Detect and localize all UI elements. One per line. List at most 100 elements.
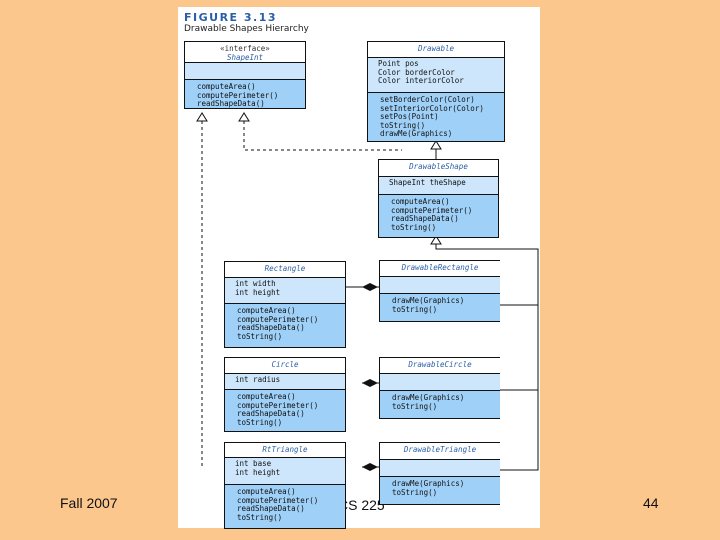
class-method: computePerimeter() — [197, 90, 279, 100]
class-box-circle: Circle int radius computeArea()computePeri… — [224, 357, 346, 432]
diamond-icon — [362, 463, 378, 471]
triangle-arrow-icon — [238, 112, 250, 122]
class-method: readShapeData() — [391, 214, 459, 223]
class-box-drawabletriangle: DrawableTriangle drawMe(Graphics)toString… — [379, 442, 500, 505]
triangle-arrow-icon — [430, 235, 442, 245]
class-stereotype: «interface» — [220, 44, 270, 53]
class-method: drawMe(Graphics) — [392, 393, 465, 402]
class-attributes — [185, 63, 305, 80]
triangle-arrow-icon — [430, 140, 442, 150]
class-name: DrawableRectangle — [401, 263, 479, 272]
class-header: RtTriangle — [225, 443, 345, 458]
class-method: readShapeData() — [237, 323, 305, 332]
class-attributes — [380, 277, 500, 294]
class-method: computePerimeter() — [391, 205, 473, 215]
class-method: computeArea() — [237, 392, 296, 401]
footer-page-number: 44 — [643, 495, 659, 511]
class-name: Rectangle — [264, 264, 306, 273]
class-methods: drawMe(Graphics)toString() — [380, 477, 500, 504]
class-name: Drawable — [417, 44, 455, 53]
class-method: toString() — [237, 512, 283, 522]
class-attributes: int radius — [225, 374, 345, 390]
class-header: Circle — [225, 358, 345, 374]
diamond-icon — [362, 283, 378, 291]
class-header: DrawableTriangle — [380, 443, 500, 460]
class-method: readShapeData() — [237, 409, 305, 418]
class-method: computeArea() — [237, 306, 296, 315]
class-method: computeArea() — [391, 197, 450, 206]
class-header: DrawableCircle — [380, 358, 500, 374]
class-header: DrawableShape — [379, 160, 498, 177]
class-method: toString() — [237, 331, 283, 341]
class-method: computePerimeter() — [237, 495, 319, 505]
class-attribute: int height — [235, 287, 281, 297]
class-name: Circle — [271, 360, 299, 369]
class-attribute: int radius — [235, 375, 281, 384]
class-method: computePerimeter() — [237, 400, 319, 410]
class-box-drawablerectangle: DrawableRectangle drawMe(Graphics)toStrin… — [379, 260, 500, 322]
diamond-icon — [362, 379, 378, 387]
class-method: setPos(Point) — [380, 112, 439, 121]
class-methods: computeArea()computePerimeter()readShape… — [225, 485, 345, 528]
class-attribute: int height — [235, 467, 281, 477]
realization-line-drawableshape — [243, 121, 402, 151]
class-method: computeArea() — [197, 82, 256, 91]
class-attribute: Color borderColor — [378, 67, 455, 77]
class-method: toString() — [237, 417, 283, 427]
class-method: toString() — [380, 120, 426, 130]
class-header: DrawableRectangle — [380, 261, 500, 277]
class-header: Rectangle — [225, 262, 345, 278]
class-methods: drawMe(Graphics)toString() — [380, 294, 500, 321]
class-methods: computeArea()computePerimeter()readShape… — [225, 390, 345, 431]
class-method: setBorderColor(Color) — [380, 95, 475, 104]
class-method: readShapeData() — [237, 504, 305, 513]
class-name: DrawableCircle — [408, 360, 472, 369]
class-method: drawMe(Graphics) — [380, 129, 453, 138]
class-box-drawablecircle: DrawableCircle drawMe(Graphics)toString() — [379, 357, 500, 419]
footer-course: CS 225 — [338, 497, 385, 513]
class-attributes — [380, 374, 500, 391]
generalization-bus — [435, 244, 539, 471]
class-methods: computeArea()computePerimeter()readShape… — [379, 195, 498, 237]
class-attributes: ShapeInt theShape — [379, 177, 498, 195]
figure-number: FIGURE 3.13 — [184, 11, 278, 24]
class-method: drawMe(Graphics) — [392, 296, 465, 305]
class-method: toString() — [392, 487, 438, 497]
class-box-shapeint: «interface»ShapeInt computeArea()computeP… — [184, 41, 306, 109]
class-method: toString() — [391, 222, 437, 232]
class-attributes — [380, 460, 500, 477]
class-name: DrawableTriangle — [403, 445, 477, 454]
class-method: toString() — [392, 401, 438, 411]
class-method: computePerimeter() — [237, 314, 319, 324]
figure-caption: Drawable Shapes Hierarchy — [184, 24, 309, 34]
class-methods: computeArea()computePerimeter()readShape… — [185, 80, 305, 108]
class-method: computeArea() — [237, 487, 296, 496]
class-method: setInteriorColor(Color) — [380, 103, 484, 113]
class-name: DrawableShape — [409, 162, 468, 171]
class-method: readShapeData() — [197, 99, 265, 108]
class-attribute: ShapeInt theShape — [389, 178, 466, 187]
class-attribute: Color interiorColor — [378, 76, 464, 85]
class-header: «interface»ShapeInt — [185, 42, 305, 63]
class-methods: drawMe(Graphics)toString() — [380, 391, 500, 418]
class-method: toString() — [392, 304, 438, 314]
class-attribute: Point pos — [378, 59, 419, 68]
class-name: ShapeInt — [226, 52, 264, 62]
class-header: Drawable — [368, 42, 504, 58]
class-method: drawMe(Graphics) — [392, 479, 465, 488]
class-methods: computeArea()computePerimeter()readShape… — [225, 304, 345, 347]
class-attribute: int base — [235, 459, 272, 468]
triangle-arrow-icon — [196, 112, 208, 122]
footer-date: Fall 2007 — [60, 495, 118, 511]
class-name: RtTriangle — [262, 445, 308, 454]
class-attribute: int width — [235, 279, 276, 288]
class-methods: setBorderColor(Color)setInteriorColor(Co… — [368, 93, 504, 141]
